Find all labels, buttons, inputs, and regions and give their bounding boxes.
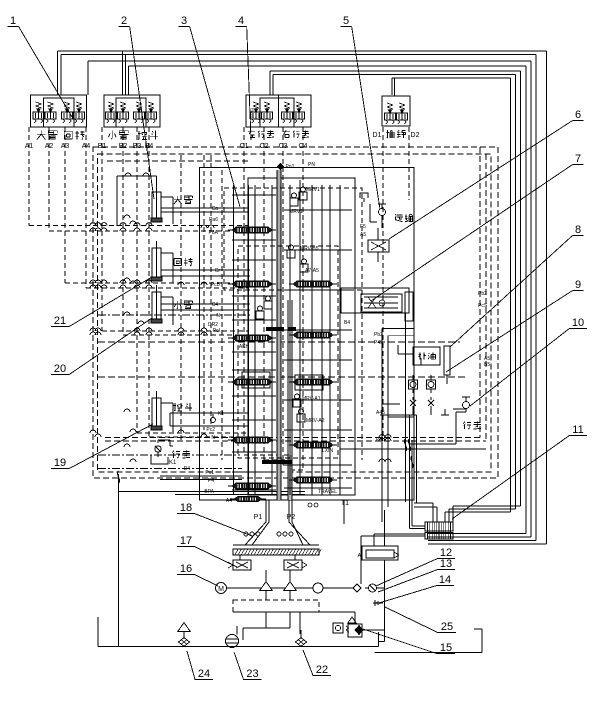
svg-text:9: 9 [575,279,581,291]
svg-text:Cr: Cr [215,268,221,274]
svg-text:P1: P1 [254,514,263,521]
svg-text:N: N [211,435,215,441]
svg-text:25: 25 [441,621,453,633]
svg-text:Pn1: Pn1 [286,164,295,170]
svg-text:PcS: PcS [478,303,488,309]
svg-text:15: 15 [440,642,452,654]
svg-text:B5: B5 [484,362,490,368]
svg-text:6: 6 [575,109,581,121]
svg-text:D2: D2 [411,132,420,139]
svg-text:Pb2: Pb2 [374,332,383,338]
svg-text:PcB: PcB [211,282,221,288]
svg-text:A5: A5 [484,356,490,362]
svg-text:K1: K1 [218,411,224,417]
svg-text:D1: D1 [373,132,382,139]
svg-text:A45: A45 [376,410,385,416]
svg-text:8: 8 [575,224,581,236]
svg-text:1: 1 [10,15,16,27]
svg-text:Ca: Ca [212,206,219,212]
svg-text:MRV1: MRV1 [306,187,320,193]
svg-text:21: 21 [54,315,66,327]
svg-text:C4: C4 [212,302,219,308]
svg-text:TRAVEL: TRAVEL [318,489,337,495]
svg-text:PcI: PcI [213,328,220,334]
svg-text:A: A [358,553,362,559]
svg-text:P6A: P6A [209,230,219,236]
svg-text:B4: B4 [344,320,350,326]
svg-text:20: 20 [54,363,66,375]
svg-text:A5: A5 [360,232,366,238]
svg-text:D4: D4 [184,466,191,472]
svg-text:MRV-B5: MRV-B5 [300,246,319,252]
svg-text:12: 12 [440,547,452,559]
svg-text:23: 23 [246,668,258,680]
svg-text:F5: F5 [360,224,366,230]
svg-text:BPA: BPA [204,489,214,495]
svg-text:Pv1: Pv1 [205,470,214,476]
svg-text:T1: T1 [341,500,349,507]
svg-text:P45: P45 [374,340,383,346]
svg-text:PAT4: PAT4 [250,108,255,118]
svg-text:N: N [216,313,220,319]
svg-text:16: 16 [180,563,192,575]
svg-text:M: M [218,586,224,593]
svg-text:Pc2: Pc2 [206,427,215,433]
svg-text:Pa6: Pa6 [209,217,218,223]
svg-text:PN: PN [308,162,315,168]
svg-text:DR2: DR2 [208,322,218,328]
svg-text:24: 24 [198,668,210,680]
svg-text:17: 17 [180,535,192,547]
svg-text:19: 19 [54,457,66,469]
svg-text:AKH: AKH [239,344,250,350]
svg-text:K1: K1 [169,460,177,466]
svg-text:LXIN: LXIN [322,448,334,454]
svg-text:3: 3 [181,15,187,27]
svg-text:P2: P2 [287,514,296,521]
svg-text:18: 18 [180,502,192,514]
svg-text:7: 7 [575,153,581,165]
svg-text:MRV1: MRV1 [289,209,303,215]
svg-text:A4: A4 [226,498,232,504]
svg-text:14: 14 [439,574,451,586]
svg-text:10: 10 [572,317,584,329]
svg-text:P4b: P4b [376,437,385,443]
svg-text:4: 4 [238,15,244,27]
svg-text:22: 22 [316,664,328,676]
svg-text:Pb2: Pb2 [478,291,487,297]
svg-text:2: 2 [121,15,127,27]
svg-text:MRV-A2: MRV-A2 [306,418,325,424]
svg-text:11: 11 [572,424,583,436]
svg-text:13: 13 [440,558,452,570]
svg-text:MRV-A1: MRV-A1 [302,396,321,402]
svg-text:P4: P4 [208,478,214,484]
svg-text:5: 5 [343,15,349,27]
